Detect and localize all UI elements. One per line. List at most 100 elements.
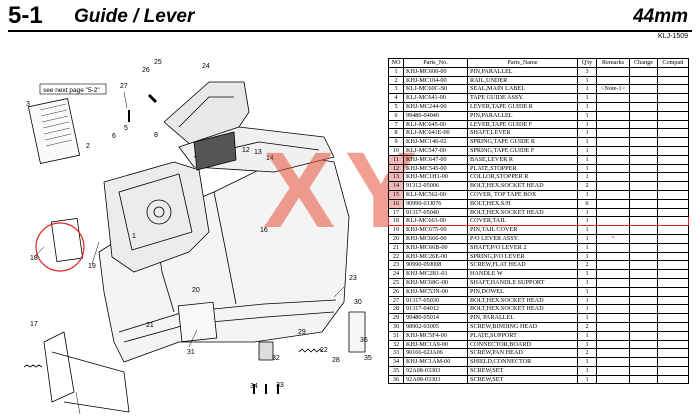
quantity-cell: 1: [577, 75, 597, 86]
part-name-cell: PIN,PARALLEL: [467, 66, 578, 77]
callout-number: 31: [187, 349, 195, 356]
compati-cell: [657, 163, 689, 174]
change-cell: [629, 365, 658, 376]
part-name-cell: P/O LEVER ASSY.: [467, 233, 578, 244]
part-number-cell: KHJ-MC53N-00: [403, 286, 468, 297]
callout-number: 35: [364, 355, 372, 362]
quantity-cell: 1: [577, 225, 597, 235]
change-cell: [629, 181, 658, 191]
change-cell: [629, 225, 658, 235]
change-cell: [629, 348, 658, 359]
part-name-cell: SHIELD,CONNECTOR: [467, 357, 578, 367]
compati-cell: [657, 365, 689, 376]
change-cell: [629, 260, 658, 271]
quantity-cell: 1: [577, 269, 597, 279]
remarks-cell: [596, 137, 630, 147]
callout-number: 28: [332, 357, 340, 364]
compati-cell: [657, 277, 689, 288]
row-number-cell: 27: [388, 295, 404, 306]
change-cell: [629, 145, 658, 156]
change-cell: [629, 251, 658, 262]
callout-number: 21: [146, 322, 154, 329]
row-number-cell: 11: [388, 154, 404, 165]
part-name-cell: BOLT,HEX.S/H: [467, 198, 578, 209]
remarks-cell: [596, 330, 630, 341]
compati-cell: [657, 145, 689, 156]
compati-cell: [657, 84, 689, 95]
change-cell: [629, 321, 658, 332]
remarks-cell: [596, 348, 630, 359]
quantity-cell: 2: [577, 348, 597, 359]
compati-cell: [657, 198, 689, 209]
change-cell: [629, 75, 658, 86]
compati-cell: [657, 321, 689, 332]
part-name-cell: SCREW,BINDING HEAD: [467, 321, 578, 332]
quantity-cell: 1: [577, 207, 597, 218]
remarks-cell: [596, 216, 630, 227]
remarks-cell: [596, 101, 630, 112]
row-number-cell: 13: [388, 172, 404, 183]
column-header: Remarks: [596, 58, 630, 68]
quantity-cell: 6: [577, 198, 597, 209]
part-name-cell: SPRING,TAPE GUIDE R: [467, 137, 578, 147]
compati-cell: [657, 93, 689, 103]
compati-cell: [657, 374, 689, 385]
part-number-cell: KHJ-MC675-00: [403, 225, 468, 235]
part-number-cell: 92A08-03303: [403, 374, 468, 385]
row-number-cell: 31: [388, 330, 404, 341]
remarks-cell: [596, 374, 630, 385]
row-number-cell: 14: [388, 181, 404, 191]
quantity-cell: 1: [577, 304, 597, 315]
compati-cell: [657, 286, 689, 297]
row-number-cell: 29: [388, 313, 404, 323]
part-name-cell: SPRING,P/O LEVER: [467, 251, 578, 262]
callout-number: 8: [154, 132, 158, 139]
remarks-cell: [596, 110, 630, 121]
row-number-cell: 20: [388, 233, 404, 244]
part-name-cell: PLATE,SUPPORT: [467, 330, 578, 341]
part-name-cell: SHAFT,LEVER: [467, 128, 578, 139]
row-number-cell: 1: [388, 66, 404, 77]
part-number-cell: KLJ-MC663-00: [403, 216, 468, 227]
callout-number: 29: [298, 329, 306, 336]
compati-cell: [657, 242, 689, 253]
callout-number: 30: [354, 299, 362, 306]
quantity-cell: 1: [577, 163, 597, 174]
